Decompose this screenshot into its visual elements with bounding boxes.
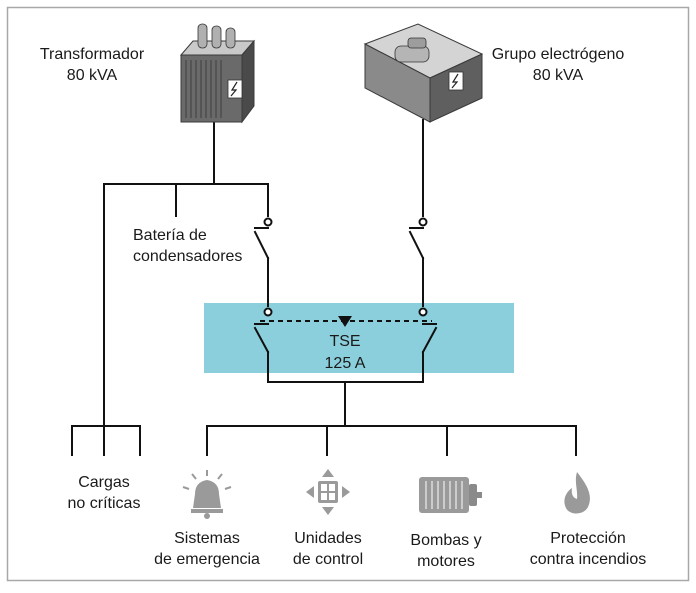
right-switch-terminal-bottom — [418, 307, 428, 317]
generator-icon — [363, 23, 484, 123]
generator-rating: 80 kVA — [532, 67, 584, 84]
noncritical-label-2: no críticas — [67, 495, 141, 512]
load-label-pumps-2: motores — [417, 553, 475, 570]
capacitor-bank-label-2: condensadores — [133, 248, 243, 265]
transformer-icon — [179, 23, 256, 124]
left-switch-terminal-bottom — [263, 307, 273, 317]
right-switch-terminal-top — [418, 217, 428, 227]
tse-name: TSE — [329, 333, 361, 350]
tse-interlock-arrow — [338, 316, 352, 327]
noncritical-label-1: Cargas — [78, 474, 130, 491]
control-unit-icon — [306, 469, 350, 515]
load-label-control-2: de control — [292, 551, 364, 568]
load-label-emergency-2: de emergencia — [154, 551, 260, 568]
left-switch-blade — [253, 230, 270, 260]
alarm-bell-icon — [182, 470, 232, 519]
transformer-name: Transformador — [39, 46, 145, 63]
capacitor-bank-label-1: Batería de — [133, 227, 207, 244]
load-label-fire-2: contra incendios — [529, 551, 647, 568]
generator-name: Grupo electrógeno — [491, 46, 625, 63]
tse-box — [204, 303, 514, 373]
tse-rating: 125 A — [324, 355, 366, 372]
right-switch-blade — [408, 230, 425, 260]
tse-left-blade — [253, 326, 270, 354]
load-label-emergency-1: Sistemas — [174, 530, 240, 547]
diagram-frame — [6, 6, 690, 582]
left-switch-terminal-top — [263, 217, 273, 227]
motor-icon — [419, 477, 482, 513]
transformer-rating: 80 kVA — [66, 67, 118, 84]
load-label-control-1: Unidades — [294, 530, 362, 547]
flame-icon — [564, 472, 590, 514]
load-label-pumps-1: Bombas y — [410, 532, 482, 549]
tse-right-blade — [421, 326, 438, 354]
load-label-fire-1: Protección — [550, 530, 626, 547]
